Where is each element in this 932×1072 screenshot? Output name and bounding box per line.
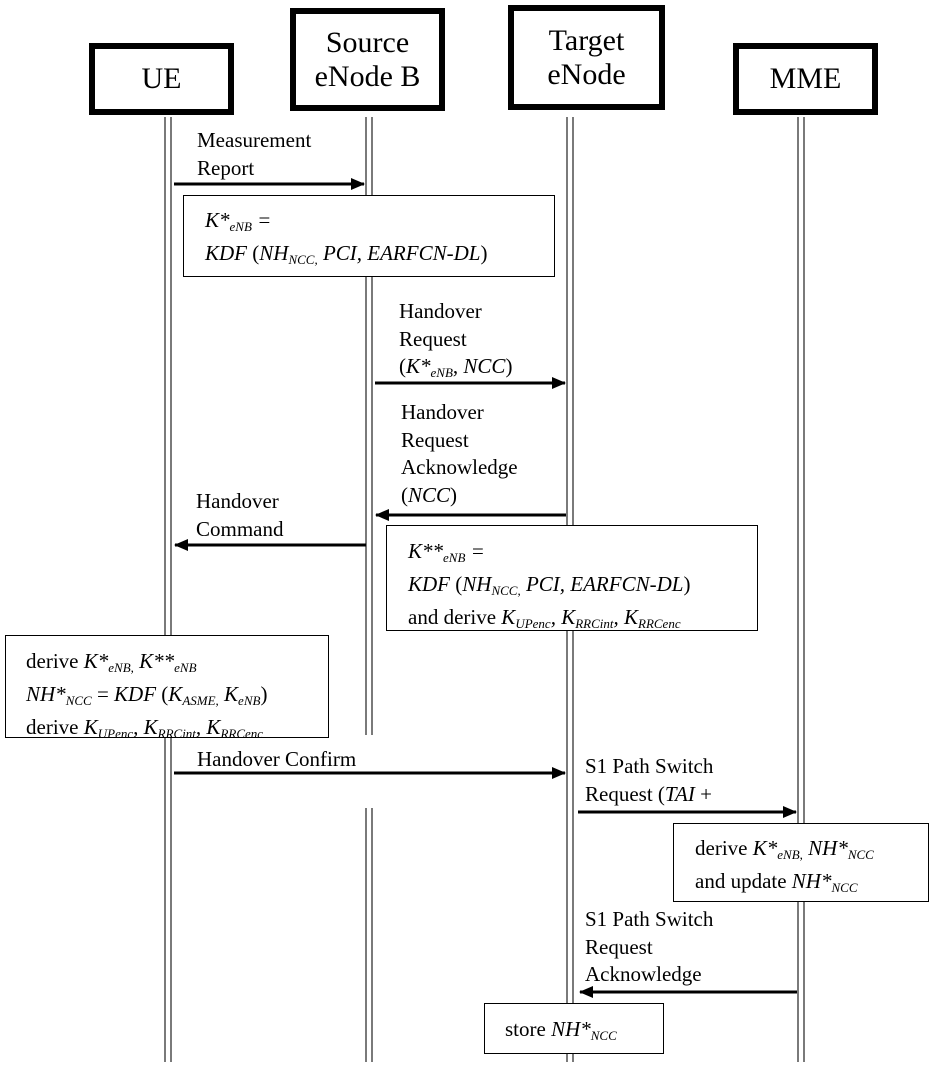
store-box: store NH*NCC: [484, 1003, 664, 1054]
path-switch-ack-label: S1 Path Switch Request Acknowledge: [585, 907, 714, 986]
ue-derive-box: derive K*eNB, K**eNB NH*NCC = KDF (KASME…: [5, 635, 329, 741]
target-enb-entity: Target eNode: [508, 5, 665, 110]
mme-lifeline: [797, 117, 805, 1062]
target-kdf-box: K**eNB = KDF (NHNCC, PCI, EARFCN-DL) and…: [386, 525, 758, 631]
handover-ack-label: Handover Request Acknowledge (NCC): [401, 400, 518, 507]
source-enb-entity: Source eNode B: [290, 8, 445, 111]
source-kdf-box: K*eNB = KDF (NHNCC, PCI, EARFCN-DL): [183, 195, 555, 277]
mme-derive-box: derive K*eNB, NH*NCC and update NH*NCC: [673, 823, 929, 902]
handover-confirm-label: Handover Confirm: [197, 747, 357, 771]
source-enb-lifeline: [365, 117, 373, 735]
handover-request-label: Handover Request (K*eNB, NCC): [399, 299, 513, 380]
ue-lifeline: [164, 117, 172, 1062]
path-switch-label: S1 Path Switch Request (TAI +: [585, 754, 714, 806]
source-enb-lifeline-lower: [365, 808, 373, 1062]
ue-entity: UE: [89, 43, 234, 115]
mme-entity: MME: [733, 43, 878, 115]
